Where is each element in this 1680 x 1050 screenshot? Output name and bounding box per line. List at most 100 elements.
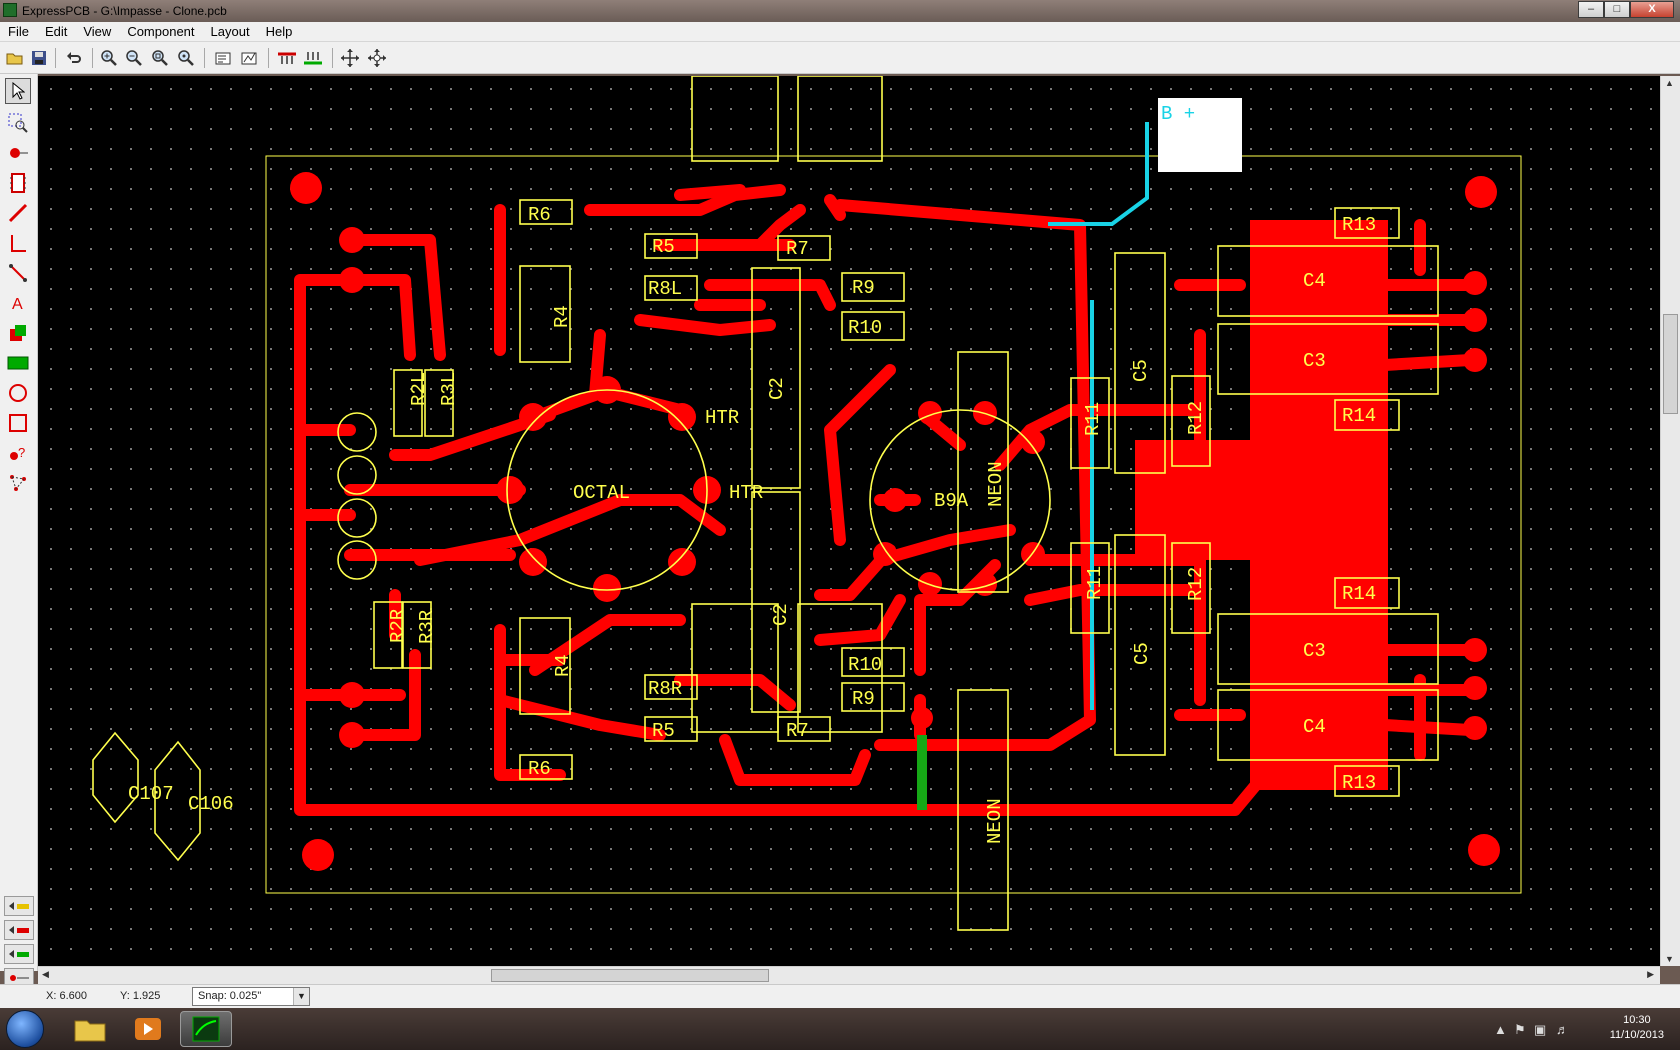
trace-icon[interactable] bbox=[5, 200, 31, 226]
label-c2a: C2 bbox=[766, 377, 788, 400]
label-r3r: R3R bbox=[416, 610, 438, 644]
label-c5b: C5 bbox=[1131, 642, 1153, 665]
start-button[interactable] bbox=[6, 1010, 44, 1048]
label-c5a: C5 bbox=[1130, 359, 1152, 382]
minimize-button[interactable]: – bbox=[1578, 1, 1604, 18]
label-octal: OCTAL bbox=[573, 482, 630, 504]
label-r4b: R4 bbox=[552, 654, 574, 677]
pcb-board[interactable]: B + R6 R5 R7 R8L R9 R10 R4 R2L R3L OCTAL… bbox=[38, 76, 1660, 966]
svg-text:A: A bbox=[12, 296, 23, 313]
y-coordinate: Y: 1.925 bbox=[120, 990, 161, 1002]
label-r7a: R7 bbox=[786, 238, 809, 260]
volume-icon[interactable]: ♬ bbox=[1556, 1022, 1569, 1037]
expresspcb-app-icon bbox=[3, 3, 17, 17]
top-layer-button[interactable] bbox=[4, 944, 34, 964]
rats-nest-icon[interactable] bbox=[5, 260, 31, 286]
pan-icon[interactable] bbox=[338, 46, 362, 70]
network-icon[interactable]: ▣ bbox=[1534, 1022, 1547, 1037]
vertical-scrollbar[interactable]: ▲ ▼ bbox=[1660, 76, 1680, 966]
center-icon[interactable] bbox=[365, 46, 389, 70]
window-title: ExpressPCB - G:\Impasse - Clone.pcb bbox=[22, 4, 227, 18]
copper-traces bbox=[294, 184, 1476, 816]
flag-icon[interactable]: ⚑ bbox=[1514, 1022, 1526, 1037]
open-icon[interactable] bbox=[3, 46, 27, 70]
circle-icon[interactable] bbox=[5, 380, 31, 406]
fill-icon[interactable] bbox=[5, 320, 31, 346]
silkscreen-layer-button[interactable] bbox=[4, 896, 34, 916]
menu-component[interactable]: Component bbox=[127, 24, 195, 39]
zoom-in-icon[interactable] bbox=[97, 46, 121, 70]
bottom-layer-button[interactable] bbox=[4, 920, 34, 940]
scroll-down-icon[interactable]: ▼ bbox=[1665, 954, 1674, 964]
zoom-out-icon[interactable] bbox=[122, 46, 146, 70]
pad-icon[interactable] bbox=[5, 140, 31, 166]
vertical-scroll-thumb[interactable] bbox=[1663, 314, 1678, 414]
label-b9a: B9A bbox=[934, 490, 969, 512]
menu-help[interactable]: Help bbox=[265, 24, 293, 39]
scroll-right-icon[interactable]: ▶ bbox=[1647, 969, 1654, 979]
explorer-icon[interactable] bbox=[64, 1011, 116, 1047]
menu-file[interactable]: File bbox=[8, 24, 29, 39]
menu-edit[interactable]: Edit bbox=[44, 24, 68, 39]
scroll-up-icon[interactable]: ▲ bbox=[1665, 78, 1674, 88]
media-player-icon[interactable] bbox=[122, 1011, 174, 1047]
label-r5b: R5 bbox=[652, 720, 675, 742]
clock-time: 10:30 bbox=[1623, 1014, 1651, 1026]
label-c3a: C3 bbox=[1303, 350, 1326, 372]
zoom-window-icon[interactable] bbox=[148, 46, 172, 70]
properties-icon[interactable] bbox=[212, 46, 236, 70]
netlist-icon[interactable] bbox=[238, 46, 262, 70]
label-r11b: R11 bbox=[1084, 566, 1106, 600]
pcb-canvas[interactable]: B + R6 R5 R7 R8L R9 R10 R4 R2L R3L OCTAL… bbox=[38, 76, 1660, 966]
bottom-layer-icon[interactable] bbox=[301, 46, 325, 70]
label-r7b: R7 bbox=[786, 720, 809, 742]
horizontal-scrollbar[interactable]: ◀ ▶ bbox=[38, 966, 1660, 984]
menu-bar: File Edit View Component Layout Help bbox=[0, 22, 1680, 42]
svg-text:?: ? bbox=[18, 445, 25, 460]
label-r12a: R12 bbox=[1185, 401, 1207, 435]
ground-plane-icon[interactable] bbox=[5, 350, 31, 376]
query-icon[interactable]: ? bbox=[5, 440, 31, 466]
tool-palette: A ? bbox=[0, 74, 38, 988]
clock-date: 11/10/2013 bbox=[1609, 1029, 1664, 1041]
label-r9b: R9 bbox=[852, 688, 875, 710]
label-r6a: R6 bbox=[528, 204, 551, 226]
maximize-button[interactable]: □ bbox=[1604, 1, 1630, 18]
label-neon1: NEON bbox=[985, 461, 1007, 507]
label-c3b: C3 bbox=[1303, 640, 1326, 662]
net-icon[interactable] bbox=[5, 470, 31, 496]
scroll-left-icon[interactable]: ◀ bbox=[42, 969, 49, 979]
expresspcb-icon[interactable] bbox=[180, 1011, 232, 1047]
zoom-fit-icon[interactable] bbox=[174, 46, 198, 70]
menu-layout[interactable]: Layout bbox=[210, 24, 250, 39]
rectangle-icon[interactable] bbox=[5, 410, 31, 436]
x-coordinate: X: 6.600 bbox=[46, 990, 87, 1002]
horizontal-scroll-thumb[interactable] bbox=[491, 969, 769, 982]
snap-value: Snap: 0.025" bbox=[198, 990, 262, 1002]
label-r2l: R2L bbox=[408, 372, 430, 406]
component-icon[interactable] bbox=[5, 170, 31, 196]
clock[interactable]: 10:30 11/10/2013 bbox=[1610, 1013, 1664, 1043]
label-c2b: C2 bbox=[770, 603, 792, 626]
text-icon[interactable]: A bbox=[5, 290, 31, 316]
show-hidden-icons-icon[interactable]: ▲ bbox=[1494, 1022, 1507, 1037]
label-r9a: R9 bbox=[852, 277, 875, 299]
title-bar: ExpressPCB - G:\Impasse - Clone.pcb – □ … bbox=[0, 0, 1680, 22]
label-r12b: R12 bbox=[1185, 567, 1207, 601]
chevron-down-icon[interactable]: ▼ bbox=[293, 988, 309, 1005]
pointer-icon[interactable] bbox=[5, 78, 31, 104]
zoom-select-icon[interactable] bbox=[5, 110, 31, 136]
label-r4a: R4 bbox=[551, 305, 573, 328]
undo-icon[interactable] bbox=[62, 46, 86, 70]
silkscreen-outlines bbox=[92, 76, 1439, 931]
status-bar: X: 6.600 Y: 1.925 Snap: 0.025" ▼ bbox=[0, 984, 1680, 1008]
snap-select[interactable]: Snap: 0.025" ▼ bbox=[192, 987, 310, 1006]
top-layer-icon[interactable] bbox=[275, 46, 299, 70]
label-c4b: C4 bbox=[1303, 716, 1326, 738]
menu-view[interactable]: View bbox=[83, 24, 112, 39]
save-icon[interactable] bbox=[27, 46, 51, 70]
dimension-icon[interactable] bbox=[5, 230, 31, 256]
taskbar: ▲ ⚑ ▣ ♬ 10:30 11/10/2013 bbox=[0, 1008, 1680, 1050]
label-r10a: R10 bbox=[848, 317, 882, 339]
close-button[interactable]: X bbox=[1630, 1, 1674, 18]
